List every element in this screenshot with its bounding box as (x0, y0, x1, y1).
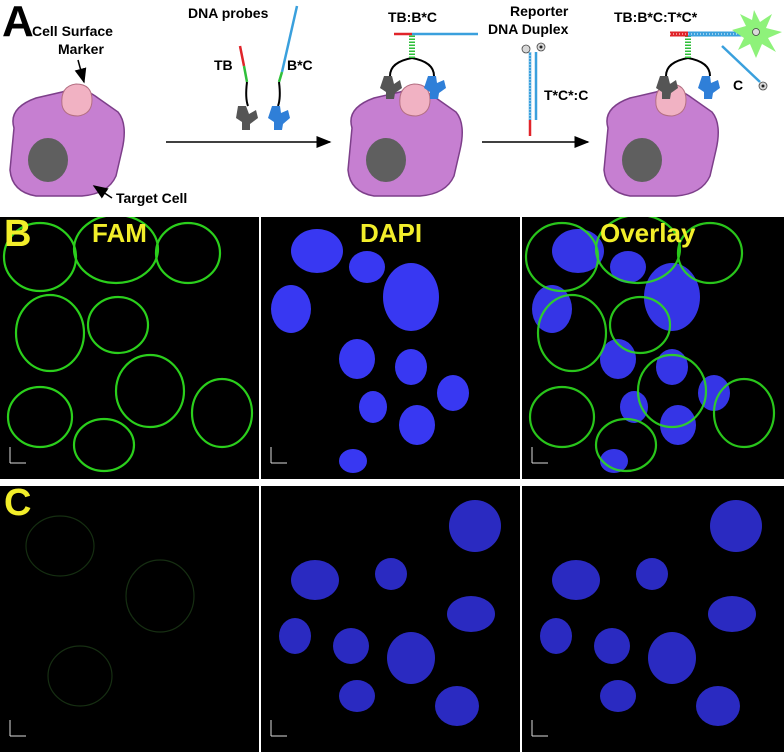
tcc-label: T*C*:C (544, 87, 588, 103)
reporter-dna-duplex (521, 42, 546, 136)
target-cell-pointer-arrow (92, 185, 113, 199)
schematic-svg: A Cell Surface Marker Target Cell DNA pr… (2, 0, 782, 206)
reporter-label: Reporter DNA Duplex (488, 3, 572, 37)
scale-bar-b-1 (9, 447, 26, 464)
overlay-image-b (522, 217, 784, 479)
c-label: C (733, 77, 743, 93)
dapi-nuclei-c (279, 500, 501, 726)
bc-label: B*C (287, 57, 313, 73)
dapi-image-c (261, 486, 520, 752)
cell-surface-marker (61, 83, 93, 117)
dapi-image-b (261, 217, 520, 479)
panel-letter-a: A (2, 0, 34, 46)
dna-probes-label: DNA probes (188, 5, 269, 21)
target-cell-1 (9, 83, 125, 197)
panel-letter-b: B (4, 213, 32, 255)
target-cell-2 (347, 32, 478, 197)
fam-cells-b (2, 217, 254, 473)
complex2-label: TB:B*C:T*C* (614, 9, 698, 25)
tb-label: TB (214, 57, 233, 73)
dapi-label: DAPI (360, 218, 423, 248)
overlay-nuclei-c (540, 500, 762, 726)
marker-pointer-arrow (74, 59, 87, 84)
panel-letter-c: C (4, 482, 32, 524)
fam-cells-c (25, 515, 195, 707)
dna-probe-tb (236, 45, 258, 130)
scale-bar-c-1 (9, 720, 26, 737)
panel-a-schematic: A Cell Surface Marker Target Cell DNA pr… (0, 0, 784, 216)
dapi-nuclei-b (271, 229, 469, 473)
scale-bar-c-3 (531, 720, 548, 737)
fam-image-c (0, 486, 259, 752)
scale-bar-b-2 (270, 447, 287, 464)
complex1-label: TB:B*C (388, 9, 437, 25)
target-cell-3 (603, 10, 782, 197)
scale-bar-c-2 (270, 720, 287, 737)
fam-image-b (0, 217, 259, 479)
overlay-image-c (522, 486, 784, 752)
fam-label: FAM (92, 218, 147, 248)
nucleus (28, 138, 68, 182)
scale-bar-b-3 (531, 447, 548, 464)
overlay-cells-b (524, 217, 776, 473)
cell-surface-marker-label: Cell Surface Marker (32, 23, 117, 57)
panel-b-microscopy-row: B FAM DAPI Overlay (0, 213, 784, 479)
dna-probe-bc (268, 5, 299, 130)
target-cell-label: Target Cell (116, 190, 187, 206)
panel-c-microscopy-row: C (0, 482, 784, 752)
overlay-label: Overlay (600, 218, 696, 248)
